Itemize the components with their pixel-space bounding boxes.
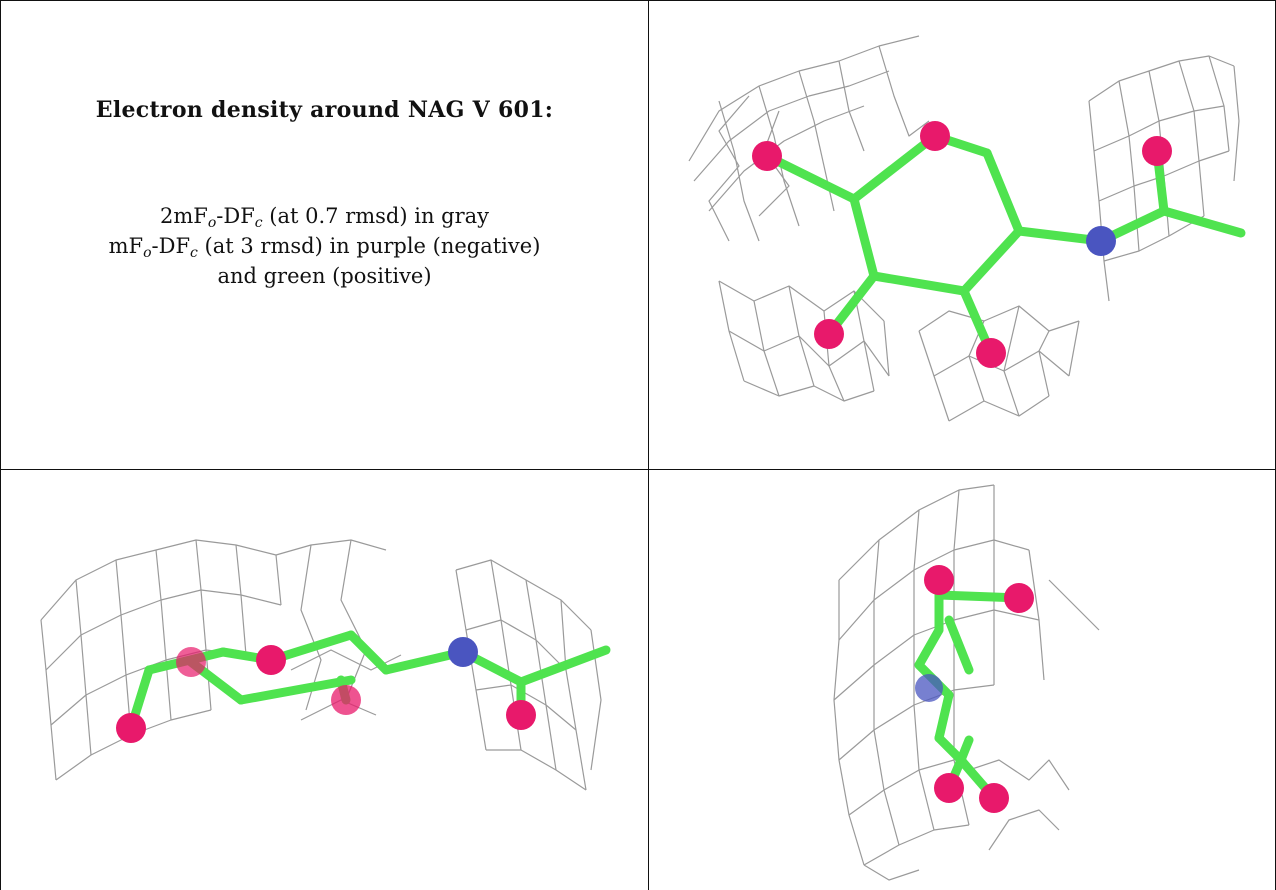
legend-line-2fo-fc: 2mFo-DFc (at 0.7 rmsd) in gray (1, 201, 648, 231)
legend1-sub-c: c (254, 215, 263, 231)
oxygen-atom (176, 647, 206, 677)
legend2-suffix: (at 3 rmsd) in purple (negative) (197, 234, 541, 258)
ligand-atoms-1 (752, 121, 1172, 368)
table-border-left (0, 0, 1, 890)
oxygen-atom (1142, 136, 1172, 166)
oxygen-atom (920, 121, 950, 151)
ligand-atoms-2 (116, 637, 536, 743)
oxygen-atom (116, 713, 146, 743)
nitrogen-atom (448, 637, 478, 667)
oxygen-atom (814, 319, 844, 349)
legend2-prefix: mF (108, 234, 144, 258)
legend2-mid: -DF (151, 234, 191, 258)
oxygen-atom (752, 141, 782, 171)
oxygen-atom (979, 783, 1009, 813)
molecule-view-2-svg (40, 539, 611, 791)
table-divider-horizontal (0, 469, 1276, 470)
oxygen-atom (1004, 583, 1034, 613)
oxygen-atom (934, 773, 964, 803)
legend1-suffix: (at 0.7 rmsd) in gray (262, 204, 490, 228)
oxygen-atom (506, 700, 536, 730)
density-mesh-3 (833, 484, 1100, 881)
molecule-view-bottom-left (1, 470, 648, 890)
legend2-sub-c: c (190, 245, 198, 261)
table-divider-vertical (648, 0, 649, 890)
caption-heading: Electron density around NAG V 601: (95, 97, 554, 123)
density-mesh-1 (688, 35, 1240, 422)
molecule-view-1-svg (688, 35, 1246, 422)
caption-legend: 2mFo-DFc (at 0.7 rmsd) in gray mFo-DFc (… (1, 201, 648, 291)
legend1-prefix: 2mF (159, 204, 208, 228)
legend-line-positive: and green (positive) (217, 264, 432, 288)
legend2-sub-o: o (143, 245, 152, 261)
molecule-view-top-right (649, 1, 1275, 469)
ligand-bonds-1 (762, 131, 1246, 358)
molecule-view-3-svg (833, 484, 1100, 881)
legend1-sub-o: o (207, 215, 217, 231)
nitrogen-atom (1086, 226, 1116, 256)
table-border-top (0, 0, 1276, 1)
ligand-atoms-3 (915, 565, 1034, 813)
nitrogen-atom (915, 674, 943, 702)
caption-cell: Electron density around NAG V 601: 2mFo-… (1, 1, 648, 469)
oxygen-atom (976, 338, 1006, 368)
molecule-view-bottom-right (649, 470, 1275, 890)
legend-line-fo-fc: mFo-DFc (at 3 rmsd) in purple (negative) (1, 231, 648, 261)
oxygen-atom (331, 685, 361, 715)
legend1-mid: -DF (216, 204, 255, 228)
oxygen-atom (256, 645, 286, 675)
oxygen-atom (924, 565, 954, 595)
density-mesh-2 (40, 539, 602, 791)
